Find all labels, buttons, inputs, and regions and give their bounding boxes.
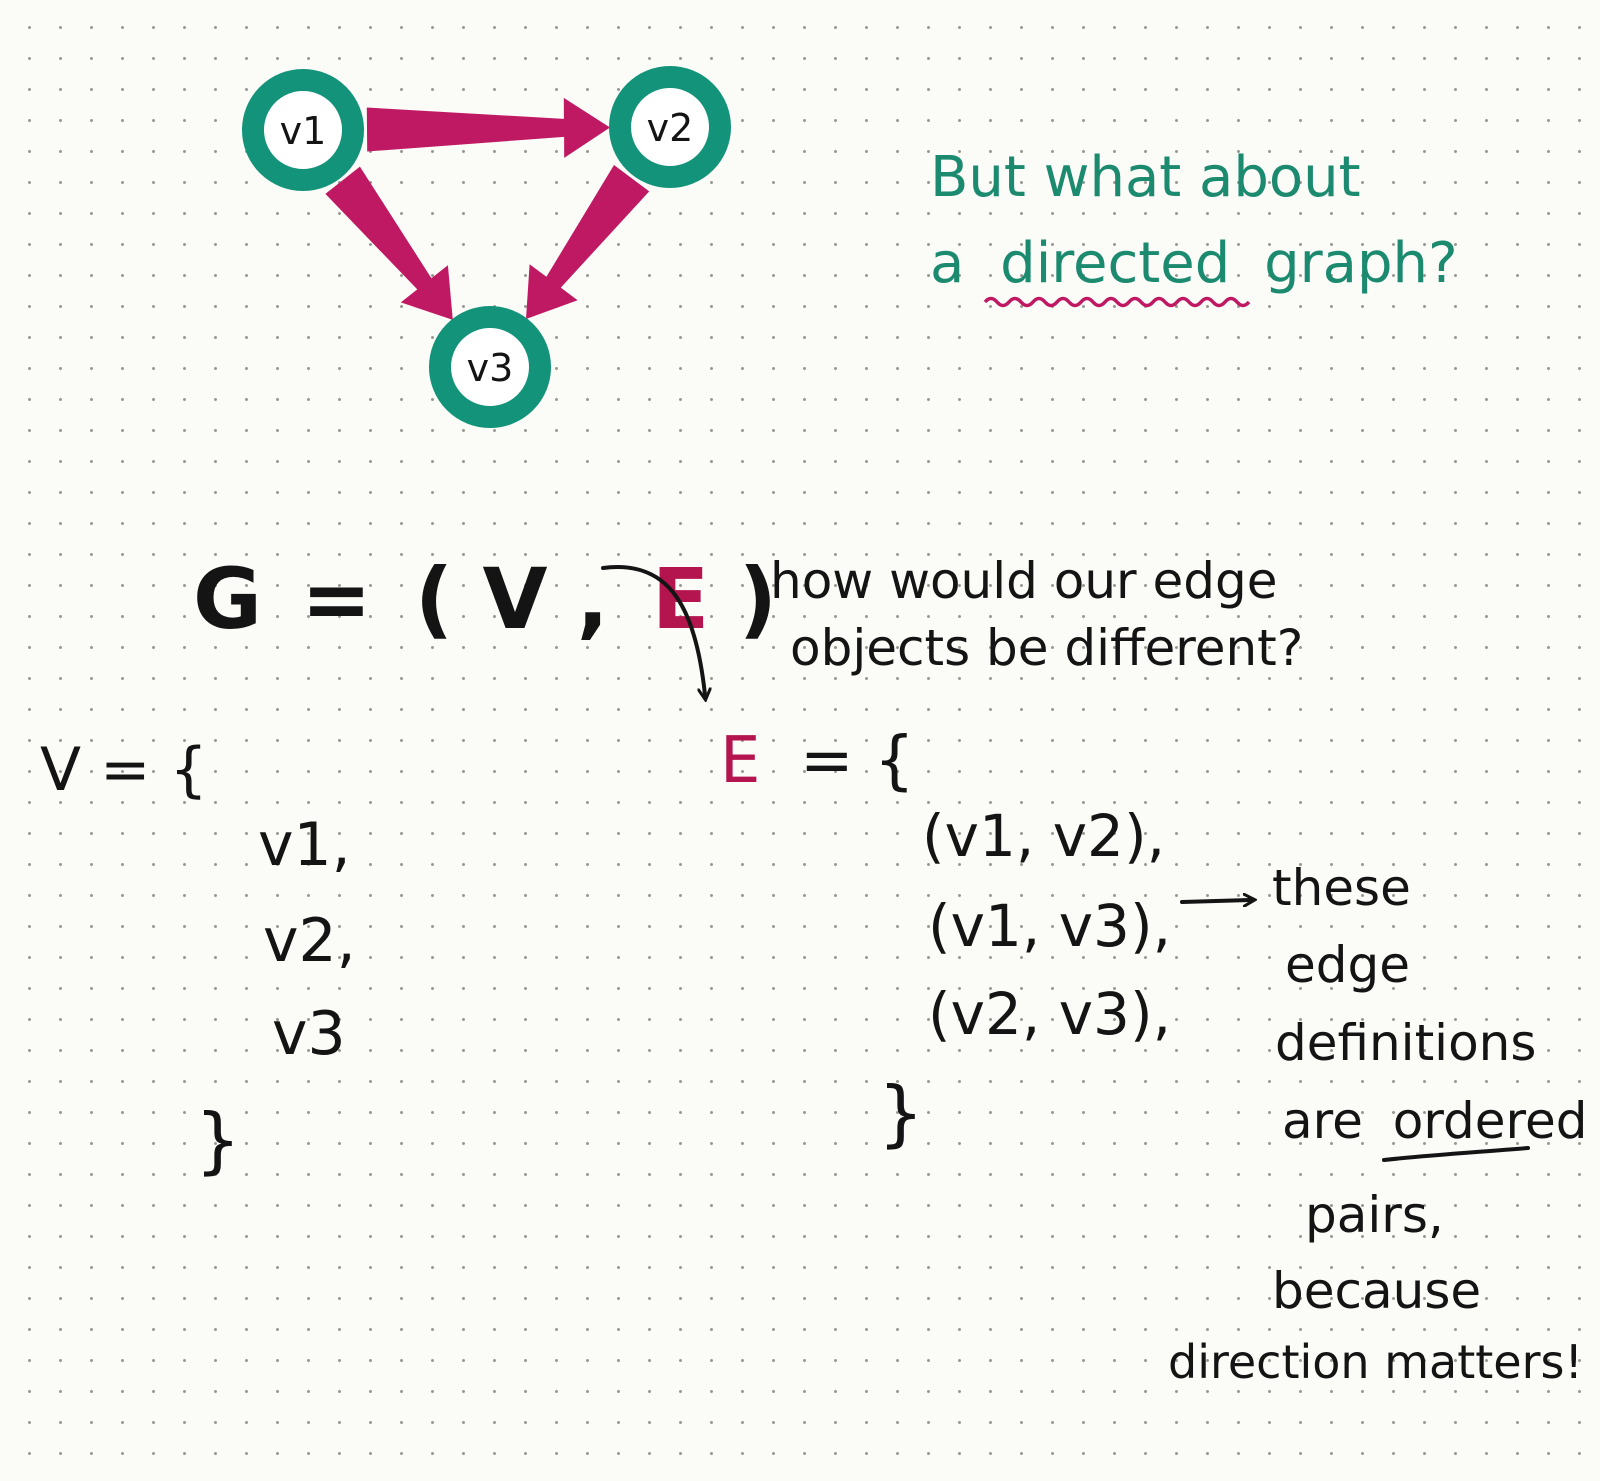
edge-set-close: } — [878, 1071, 924, 1155]
node-v1-circle — [242, 69, 364, 191]
graph-edges — [325, 97, 650, 320]
node-v3-label: v3 — [467, 346, 514, 390]
note-line-are-ordered: are ordered — [1282, 1092, 1588, 1150]
definition-close: ) — [739, 550, 777, 648]
node-v3-circle — [429, 306, 551, 428]
definition-comma: , — [577, 550, 609, 648]
curved-pointer-arrow — [601, 565, 705, 695]
vertex-item-v2: v2, — [263, 906, 356, 976]
question-line-1: But what about — [930, 145, 1361, 210]
definition-open: ( — [415, 550, 453, 648]
edge-v2-to-v3 — [526, 165, 650, 319]
graph-definition: G = ( V , E ) — [193, 550, 777, 648]
edge-set-open: = { — [800, 724, 915, 798]
edge-item-2: (v1, v3), — [928, 892, 1171, 960]
edge-v1-to-v2 — [366, 97, 610, 158]
directed-wavy-underline — [983, 296, 1251, 308]
note-line-these: these — [1272, 859, 1411, 917]
node-v2-label: v2 — [647, 106, 694, 150]
definition-e: E — [652, 550, 709, 648]
definition-v: V — [482, 550, 547, 648]
vertex-item-v1: v1, — [258, 810, 351, 880]
note-pointer-arrow — [1180, 900, 1250, 902]
question-emphasis: directed — [1000, 231, 1230, 296]
node-v3: v3 — [429, 306, 551, 428]
note-line-definitions: definitions — [1275, 1014, 1536, 1072]
node-v1-label: v1 — [280, 109, 327, 153]
note-line-because: because — [1272, 1262, 1481, 1320]
question-suffix: graph? — [1264, 231, 1458, 296]
note-line-pairs: pairs, — [1305, 1186, 1444, 1244]
vertex-set-close: } — [195, 1098, 241, 1182]
ordered-underline — [1382, 1146, 1530, 1162]
vertex-set-header: V = { — [40, 735, 208, 805]
question-prefix: a — [930, 231, 964, 296]
edge-item-1: (v1, v2), — [922, 802, 1165, 870]
definition-g: G — [193, 550, 262, 648]
edge-set-label: E — [720, 724, 760, 798]
edge-question-line-1: how would our edge — [770, 552, 1278, 610]
note-are: are — [1282, 1092, 1363, 1150]
node-v1: v1 — [242, 69, 364, 191]
note-line-direction: direction matters! — [1168, 1335, 1583, 1389]
vertex-item-v3: v3 — [272, 999, 346, 1069]
note-line-edge: edge — [1285, 936, 1410, 994]
edge-v1-to-v3 — [325, 166, 453, 320]
edge-question-line-2: objects be different? — [790, 619, 1303, 677]
question-line-2: a directed graph? — [930, 231, 1458, 296]
note-ordered: ordered — [1393, 1092, 1588, 1150]
node-v2: v2 — [609, 66, 731, 188]
node-v2-circle — [609, 66, 731, 188]
edge-item-3: (v2, v3), — [928, 980, 1171, 1048]
definition-eq: = — [301, 550, 371, 648]
